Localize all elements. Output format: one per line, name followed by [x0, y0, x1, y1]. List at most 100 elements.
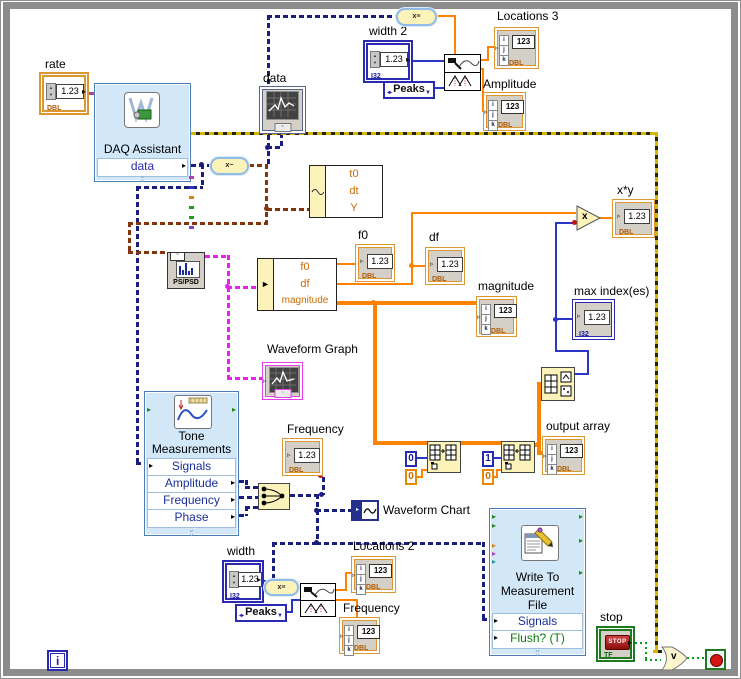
spectrum-unbundle-node[interactable]: ► f0 df magnitude	[257, 258, 337, 311]
tf-tag: TF	[604, 652, 613, 659]
wtmf-row-flush[interactable]: Flush? (T)	[492, 630, 583, 649]
wire-dynamic	[245, 506, 248, 516]
width2-value[interactable]: 1.23	[380, 52, 408, 67]
convert-from-dynamic-data-node[interactable]: x~	[210, 157, 249, 175]
wire-i32	[291, 599, 293, 613]
peaks-top-value: Peaks	[393, 83, 425, 95]
terminal-tick	[89, 92, 94, 95]
wire-dbl	[496, 469, 498, 478]
element-constant[interactable]: 0	[405, 469, 417, 485]
wire-waveform	[128, 222, 131, 253]
multiply-glyph: x	[582, 211, 588, 222]
write-to-measurement-file-node[interactable]: Write To Measurement File Signals Flush?…	[489, 508, 586, 658]
insert-into-array-node[interactable]	[501, 441, 535, 473]
expand-chevron-icon[interactable]: ⌄⌄	[138, 170, 147, 184]
index-constant[interactable]: 1	[482, 451, 494, 467]
unbundle-row[interactable]: magnitude	[274, 293, 336, 310]
loop-condition-terminal[interactable]	[705, 649, 726, 670]
tone-measurements-node[interactable]: Tone Measurements Signals Amplitude Freq…	[144, 391, 239, 538]
peak-detector-node[interactable]	[444, 54, 481, 91]
ps-psd-node[interactable]: ~ PS/PSD	[167, 252, 205, 289]
increment-decrement-icon[interactable]: ▲▼	[370, 51, 380, 68]
unbundle-row[interactable]: t0	[326, 166, 382, 184]
merge-signals-node[interactable]	[258, 483, 290, 510]
stop-button[interactable]: STOP	[605, 635, 630, 650]
df-indicator[interactable]: ▹ 1.23 DBL	[425, 247, 465, 285]
width-value[interactable]: 1.23	[238, 572, 262, 587]
ps-psd-label: PS/PSD	[173, 279, 199, 286]
terminal-tick	[189, 186, 194, 189]
width2-control[interactable]: ▲▼ 1.23 ▸ I32	[363, 40, 413, 83]
amplitude-label: Amplitude	[483, 77, 537, 91]
wire-dbl-array	[537, 451, 543, 455]
f0-indicator[interactable]: ▹ 1.23 DBL	[355, 244, 395, 282]
daq-data-row[interactable]: data	[97, 158, 188, 177]
dropdown-arrow-icon[interactable]: ▼	[425, 90, 431, 96]
width-control[interactable]: ▲▼ 1.23 ▸ I32	[222, 560, 264, 603]
waveform-chart-terminal[interactable]: ▸	[351, 500, 379, 521]
wire-dbl	[421, 469, 423, 478]
peaks-dropdown-top[interactable]: ◂▸ Peaks ▼	[383, 81, 435, 99]
daq-assistant-node[interactable]: DAQ Assistant data ▸ ⌄⌄	[89, 83, 194, 229]
wire-i32	[291, 599, 300, 601]
input-arrow-icon: ▹	[484, 109, 488, 116]
array-max-min-node[interactable]	[541, 367, 575, 401]
unbundle-row[interactable]: dt	[326, 183, 382, 201]
multiply-node[interactable]: x	[576, 205, 602, 231]
wire-boolean	[645, 659, 661, 661]
locations2-label: Locations 2	[353, 539, 415, 553]
waveform-unbundle-node[interactable]: t0 dt Y	[309, 165, 383, 218]
unbundle-row[interactable]: f0	[274, 259, 336, 277]
dropdown-arrow-icon[interactable]: ▼	[277, 613, 283, 619]
or-gate-node[interactable]: v	[660, 645, 688, 672]
wtmf-title-2: Measurement	[500, 584, 575, 598]
expand-chevron-icon[interactable]: ⌄⌄	[187, 524, 196, 538]
f0-label: f0	[358, 228, 369, 242]
expand-chevron-icon[interactable]: ⌄⌄	[533, 644, 542, 658]
unbundle-row[interactable]: df	[274, 276, 336, 294]
frequency-indicator[interactable]: ▹ 1.23 DBL	[282, 438, 323, 476]
wire-waveform	[128, 251, 167, 254]
wire-dbl	[421, 469, 427, 471]
unbundle-row[interactable]: Y	[326, 200, 382, 217]
max-index-indicator[interactable]: ▹ 1.23 I32	[572, 299, 615, 340]
wire-dbl	[487, 46, 495, 48]
rate-value[interactable]: 1.23	[56, 84, 84, 99]
peak-detector-node[interactable]	[300, 583, 336, 617]
dbl-tag: DBL	[366, 584, 381, 591]
waveform-graph-terminal[interactable]: ~ ▹	[262, 362, 303, 400]
stop-control[interactable]: STOP ▸ TF	[596, 626, 635, 662]
loop-iteration-terminal[interactable]: i	[47, 650, 68, 671]
input-arrow-icon: ▹	[263, 378, 267, 385]
wire-error	[653, 650, 662, 653]
wire-dbl	[481, 59, 489, 61]
graph-type-icon: ~	[274, 389, 291, 398]
rate-control[interactable]: ▲▼ 1.23 ▸ DBL	[39, 72, 89, 115]
tone-row-phase[interactable]: Phase	[147, 509, 236, 528]
xy-indicator[interactable]: ▹ 1.23 DBL	[612, 199, 655, 238]
mini-graph-icon	[269, 367, 299, 393]
wire-dynamic	[267, 146, 281, 149]
index-constant[interactable]: 0	[405, 451, 417, 467]
convert-from-dynamic-data-node[interactable]: x≡	[264, 579, 299, 596]
wire-i32	[262, 580, 266, 582]
increment-decrement-icon[interactable]: ▲▼	[46, 83, 56, 100]
data-indicator[interactable]: ~	[259, 86, 306, 134]
peaks-dropdown-bottom[interactable]: ◂▸ Peaks ▼	[235, 604, 287, 622]
element-constant[interactable]: 0	[482, 469, 494, 485]
insert-into-array-node[interactable]	[427, 441, 461, 473]
convert-from-dynamic-data-node[interactable]: x≡	[396, 8, 437, 26]
locations3-value: 123	[512, 35, 535, 49]
